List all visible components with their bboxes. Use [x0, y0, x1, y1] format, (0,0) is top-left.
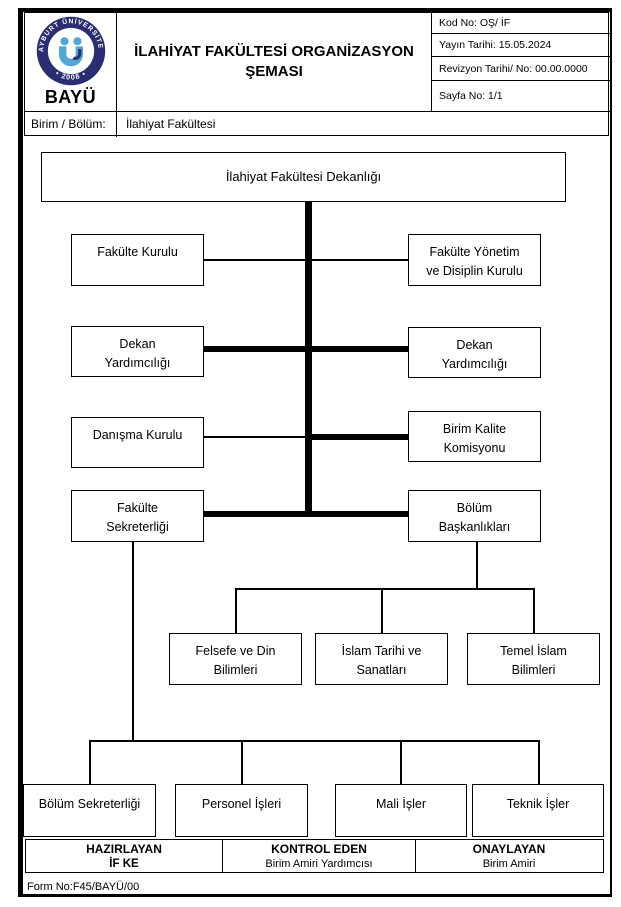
connector-sekreterlik-drop	[132, 542, 134, 740]
connector-drop-felsefe	[235, 588, 237, 633]
signature-cell-kontrol-eden: KONTROL EDEN Birim Amiri Yardımcısı	[223, 840, 416, 872]
info-sayfa-no: Sayfa No: 1/1	[439, 90, 503, 102]
connector-drop-temel-islam	[533, 588, 535, 633]
connector-departments-distribution	[235, 588, 534, 590]
org-box-teknik-isler: Teknik İşler	[472, 784, 604, 837]
unit-label: Birim / Bölüm:	[25, 112, 117, 137]
connector-row3-thick	[203, 346, 409, 352]
connector-row4-thin-left	[203, 436, 307, 438]
university-abbr: BAYÜ	[44, 87, 97, 107]
org-box-temel-islam-bilimleri: Temel İslam Bilimleri	[467, 633, 600, 685]
signature-title: ONAYLAYAN	[472, 842, 546, 856]
org-box-birim-kalite-komisyonu: Birim Kalite Komisyonu	[408, 411, 541, 462]
signature-title: KONTROL EDEN	[271, 842, 367, 856]
connector-trunk	[305, 202, 312, 517]
org-box-mali-isler: Mali İşler	[335, 784, 467, 837]
document-title: İLAHİYAT FAKÜLTESİ ORGANİZASYON ŞEMASI	[117, 13, 432, 111]
header-table: BAYBURT ÜNİVERSİTESİ • 2008 • BAYÜ İLAHİ…	[24, 12, 610, 137]
org-box-bolum-baskanliklari: Bölüm Başkanlıkları	[408, 490, 541, 542]
org-box-islam-tarihi-ve-sanatlari: İslam Tarihi ve Sanatları	[315, 633, 448, 685]
org-box-personel-isleri: Personel İşleri	[175, 784, 308, 837]
document-title-line1: İLAHİYAT FAKÜLTESİ ORGANİZASYON	[134, 42, 414, 60]
connector-row2-thin	[203, 259, 409, 261]
logo-figure	[58, 37, 83, 67]
org-box-dekan-yardimciligi-sag: Dekan Yardımcılığı	[408, 327, 541, 378]
document-title-line2: ŞEMASI	[245, 63, 303, 80]
org-box-danisma-kurulu: Danışma Kurulu	[71, 417, 204, 468]
signature-cell-hazirlayan: HAZIRLAYAN İF KE	[26, 840, 223, 872]
signature-table: HAZIRLAYAN İF KE KONTROL EDEN Birim Amir…	[25, 839, 604, 873]
unit-row: Birim / Bölüm: İlahiyat Fakültesi	[25, 111, 610, 137]
connector-drop-teknik	[538, 740, 540, 784]
connector-row4-thick-right	[305, 434, 409, 440]
signature-value: İF KE	[109, 858, 139, 870]
university-logo-icon: BAYBURT ÜNİVERSİTESİ • 2008 •	[34, 13, 105, 86]
info-kod-no: Kod No: OŞ/ İF	[432, 13, 610, 34]
connector-bolum-baskanliklari-drop	[476, 542, 478, 588]
org-box-dekan-yardimciligi-sol: Dekan Yardımcılığı	[71, 326, 204, 377]
org-box-bolum-sekreterligi: Bölüm Sekreterliği	[23, 784, 156, 837]
org-box-dekanlik: İlahiyat Fakültesi Dekanlığı	[41, 152, 566, 202]
info-yayin-tarihi: Yayın Tarihi: 15.05.2024	[432, 34, 610, 57]
info-revizyon-tarihi: Revizyon Tarihi/ No: 00.00.0000	[432, 57, 610, 81]
form-number: Form No:F45/BAYÜ/00	[27, 881, 140, 893]
logo-cell: BAYBURT ÜNİVERSİTESİ • 2008 • BAYÜ	[25, 13, 117, 111]
org-box-fakulte-sekreterligi: Fakülte Sekreterliği	[71, 490, 204, 542]
page-border	[18, 8, 612, 897]
connector-drop-bolum-sekreterligi	[89, 740, 91, 784]
unit-value: İlahiyat Fakültesi	[126, 117, 216, 132]
signature-value: Birim Amiri Yardımcısı	[265, 858, 373, 870]
org-box-felsefe-ve-din-bilimleri: Felsefe ve Din Bilimleri	[169, 633, 302, 685]
signature-cell-onaylayan: ONAYLAYAN Birim Amiri	[416, 840, 602, 872]
signature-value: Birim Amiri	[482, 858, 536, 870]
logo-year-text: • 2008 •	[53, 69, 86, 82]
connector-row5-thick	[203, 511, 409, 517]
org-box-fakulte-yonetim-disiplin: Fakülte Yönetim ve Disiplin Kurulu	[408, 234, 541, 286]
connector-drop-personel	[241, 740, 243, 784]
org-box-fakulte-kurulu: Fakülte Kurulu	[71, 234, 204, 286]
connector-drop-islam-tarihi	[381, 588, 383, 633]
connector-drop-mali	[400, 740, 402, 784]
connector-bottom-distribution	[89, 740, 539, 742]
signature-title: HAZIRLAYAN	[86, 842, 162, 856]
svg-text:• 2008 •: • 2008 •	[53, 69, 87, 82]
